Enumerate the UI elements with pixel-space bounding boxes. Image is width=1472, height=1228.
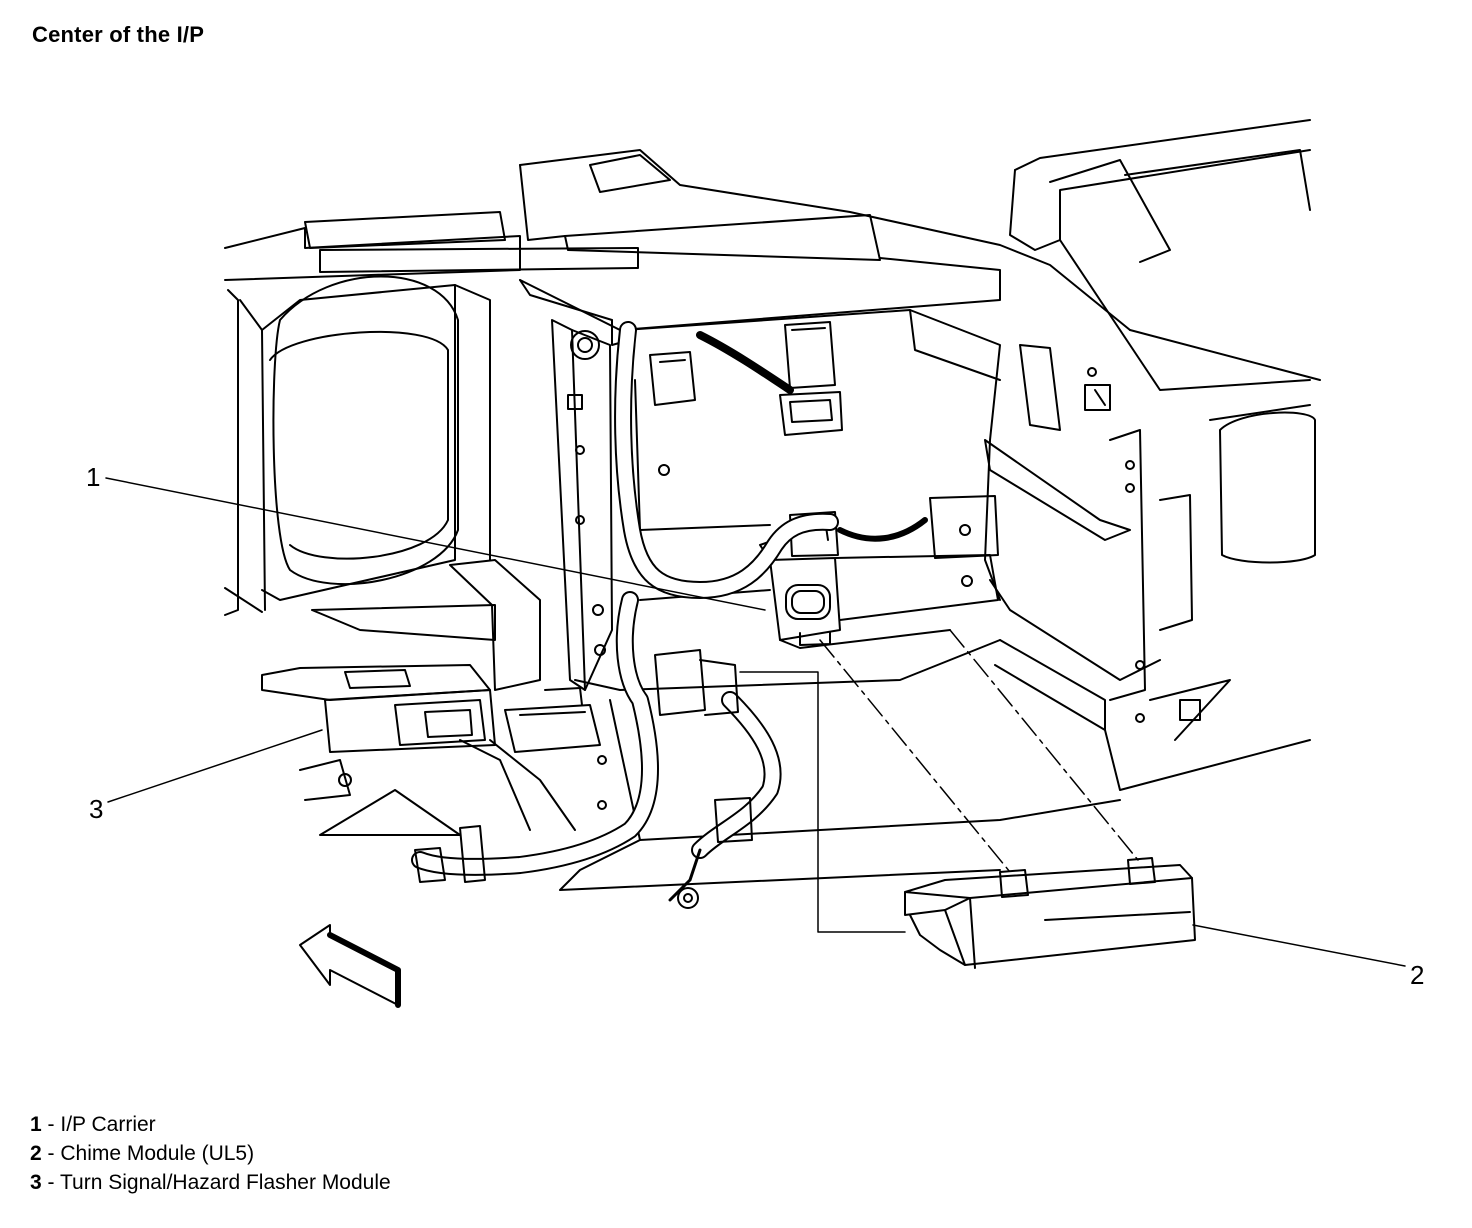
leader-1	[105, 477, 766, 611]
legend-item-number: 2	[30, 1142, 42, 1165]
legend-item: 1 - I/P Carrier	[30, 1110, 391, 1139]
lower-connectors	[414, 649, 753, 883]
chime-module	[904, 857, 1196, 969]
leader-2	[1192, 924, 1406, 967]
legend-item: 3 - Turn Signal/Hazard Flasher Module	[30, 1168, 391, 1197]
legend-item-separator: -	[41, 1113, 61, 1136]
callout-leaders	[105, 477, 1406, 967]
leader-3	[107, 729, 323, 803]
callout-label-1: 1	[86, 462, 101, 492]
legend-item-label: I/P Carrier	[60, 1113, 156, 1136]
left-panel	[224, 211, 639, 616]
legend: 1 - I/P Carrier 2 - Chime Module (UL5) 3…	[30, 1110, 391, 1197]
callout-label-3: 3	[89, 794, 104, 824]
flasher-module	[261, 664, 496, 836]
diagram-title: Center of the I/P	[32, 22, 205, 47]
ip-carrier-flange	[551, 319, 973, 810]
callout-label-2: 2	[1410, 960, 1425, 990]
forward-arrow-icon	[299, 924, 401, 1008]
legend-item-number: 1	[30, 1113, 42, 1136]
ip-top-structure	[519, 119, 1321, 391]
upper-connectors	[649, 321, 843, 436]
legend-item-label: Turn Signal/Hazard Flasher Module	[59, 1171, 391, 1194]
chime-bracket-guide	[739, 671, 906, 933]
mounting-block	[311, 559, 576, 831]
install-guide-lines	[819, 629, 1139, 873]
legend-item-number: 3	[30, 1171, 42, 1194]
legend-item-separator: -	[41, 1171, 60, 1194]
wiring-harness	[411, 321, 928, 909]
legend-item-separator: -	[41, 1142, 61, 1165]
legend-item-label: Chime Module (UL5)	[60, 1142, 255, 1165]
right-bracket	[984, 344, 1316, 791]
legend-item: 2 - Chime Module (UL5)	[30, 1139, 391, 1168]
